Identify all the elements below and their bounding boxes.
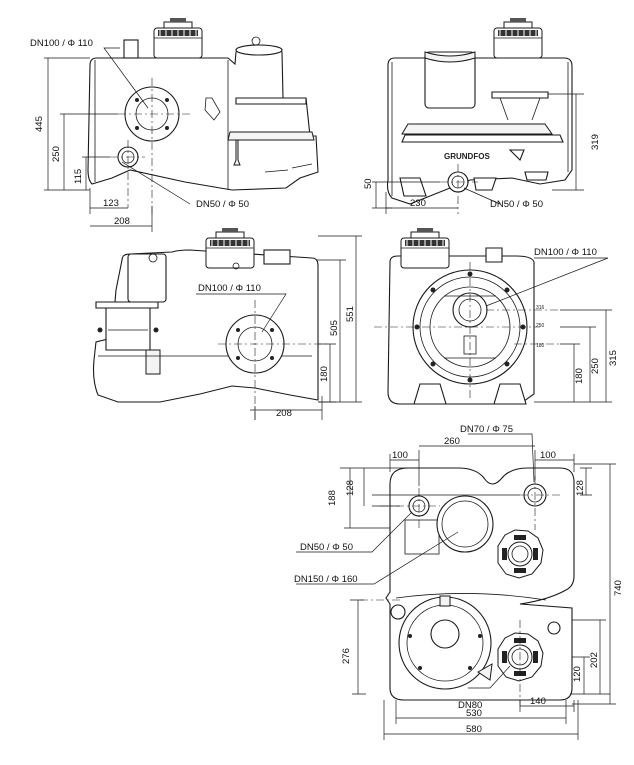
front-dim-445: 445 — [34, 116, 45, 132]
front-dim-250: 250 — [51, 146, 62, 162]
front-dim-208: 208 — [114, 216, 130, 227]
side-brand-logo: GRUNDFOS — [444, 152, 490, 161]
top-view: DN70 / Φ 75 DN50 / Φ 50 DN150 / Φ 160 DN… — [294, 424, 624, 740]
top-dn50-label: DN50 / Φ 50 — [300, 542, 353, 553]
top-dim-188: 188 — [327, 490, 338, 506]
side-vent-label: DN50 / Φ 50 — [490, 199, 543, 210]
side-dim-230: 230 — [410, 198, 426, 209]
top-dn150-label: DN150 / Φ 160 — [294, 574, 358, 585]
end-view: 316 250 180 DN100 / Φ 110 315 250 180 — [374, 227, 619, 405]
end-dim-250: 250 — [590, 358, 601, 374]
rear-dim-208: 208 — [276, 408, 292, 419]
top-dim-260: 260 — [444, 436, 460, 447]
top-dim-128-left: 128 — [345, 480, 356, 496]
side-dim-50: 50 — [363, 178, 374, 189]
end-dim-315: 315 — [608, 350, 619, 366]
end-mark-250: 250 — [536, 323, 545, 329]
side-dim-319: 319 — [590, 134, 601, 150]
end-mark-180: 180 — [536, 343, 545, 349]
end-dim-180: 180 — [574, 368, 585, 384]
front-inlet-label: DN100 / Φ 110 — [30, 38, 93, 49]
top-dim-120: 120 — [572, 666, 583, 682]
top-dim-100-left: 100 — [392, 450, 408, 461]
top-dim-140: 140 — [530, 696, 546, 707]
top-pump-disc — [398, 595, 492, 690]
rear-dim-505: 505 — [329, 320, 340, 336]
top-dn150-port — [436, 495, 494, 553]
top-dim-530: 530 — [466, 708, 482, 719]
top-dim-580: 580 — [466, 724, 482, 735]
top-dim-276: 276 — [341, 648, 352, 664]
front-dim-123: 123 — [103, 198, 119, 209]
top-dim-100-right: 100 — [540, 450, 556, 461]
rear-dim-180: 180 — [319, 366, 330, 382]
rear-dim-551: 551 — [345, 306, 356, 322]
end-inlet-label: DN100 / Φ 110 — [534, 247, 597, 258]
top-dim-202: 202 — [589, 652, 600, 668]
front-view: DN100 / Φ 110 DN50 / Φ 50 445 250 115 12… — [30, 17, 319, 232]
top-dn70-label: DN70 / Φ 75 — [460, 424, 513, 435]
end-mark-316: 316 — [536, 305, 545, 311]
top-dim-128-right: 128 — [575, 480, 586, 496]
top-dim-740: 740 — [613, 580, 624, 596]
front-vent-label: DN50 / Φ 50 — [196, 199, 249, 210]
side-view: GRUNDFOS DN50 / Φ 50 319 50 230 — [363, 17, 601, 214]
rear-inlet-label: DN100 / Φ 110 — [198, 283, 261, 294]
top-dn80-label: DN80 — [458, 700, 482, 711]
rear-view: DN100 / Φ 110 208 180 505 551 — [92, 227, 362, 420]
front-dim-115: 115 — [73, 169, 84, 184]
